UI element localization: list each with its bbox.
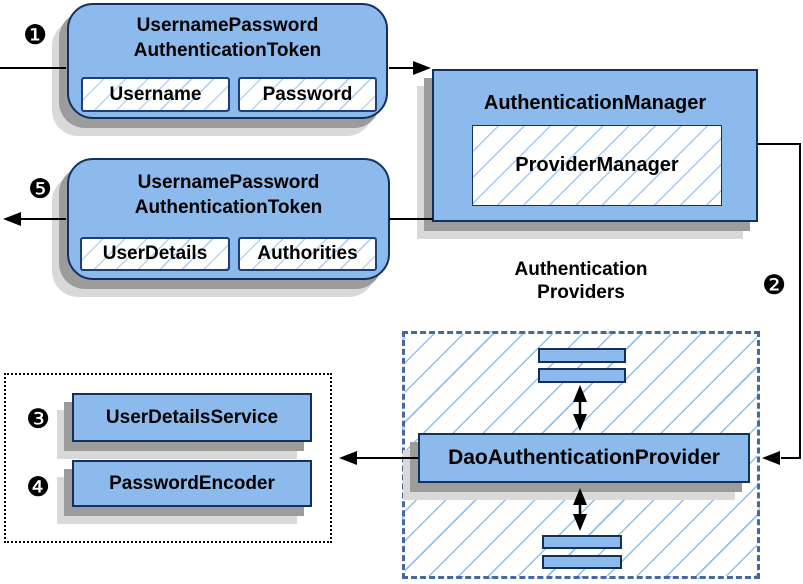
provider-slot-bar-bottom-1 (542, 535, 622, 549)
token-field-username: Username (81, 77, 230, 112)
authentication-manager-box: AuthenticationManager ProviderManager (432, 69, 758, 222)
arrowhead-into-manager (413, 61, 431, 75)
token-request-title: UsernamePassword AuthenticationToken (69, 13, 386, 63)
arrowhead-into-services (339, 451, 357, 465)
user-details-service-box: UserDetailsService (72, 393, 312, 442)
token-field-userdetails: UserDetails (80, 237, 230, 271)
token-field-authorities: Authorities (238, 237, 377, 271)
token-response-title: UsernamePassword AuthenticationToken (69, 170, 388, 220)
provider-slot-bar-top-2 (538, 368, 626, 383)
token-field-password: Password (238, 77, 377, 112)
step-1-badge: ❶ (23, 20, 48, 51)
services-dotted-box (4, 373, 332, 543)
token-response-title-line1: UsernamePassword (137, 172, 320, 193)
token-request-title-line1: UsernamePassword (136, 15, 319, 36)
provider-slot-bar-top-1 (538, 348, 626, 363)
arrow-manager-to-dao (758, 143, 801, 459)
arrowhead-token-out (3, 212, 21, 226)
providers-label: Authentication Providers (402, 258, 760, 304)
step-2-badge: ❷ (762, 270, 787, 301)
step-4-badge: ❹ (26, 472, 51, 503)
token-response-title-line2: AuthenticationToken (134, 197, 323, 218)
step-5-badge: ❺ (28, 174, 53, 205)
authentication-manager-title: AuthenticationManager (483, 92, 707, 114)
providers-label-line1: Authentication (514, 259, 648, 280)
providers-label-line2: Providers (537, 282, 625, 303)
step-3-badge: ❸ (26, 404, 51, 435)
provider-manager-box: ProviderManager (472, 125, 722, 206)
arrowhead-into-dao (762, 451, 780, 465)
dao-authentication-provider-box: DaoAuthenticationProvider (418, 433, 750, 483)
provider-slot-bar-bottom-2 (542, 555, 622, 569)
token-request-title-line2: AuthenticationToken (133, 40, 322, 61)
password-encoder-box: PasswordEncoder (72, 460, 312, 507)
token-response-box: UsernamePassword AuthenticationToken Use… (67, 158, 390, 280)
token-request-box: UsernamePassword AuthenticationToken Use… (67, 3, 388, 119)
